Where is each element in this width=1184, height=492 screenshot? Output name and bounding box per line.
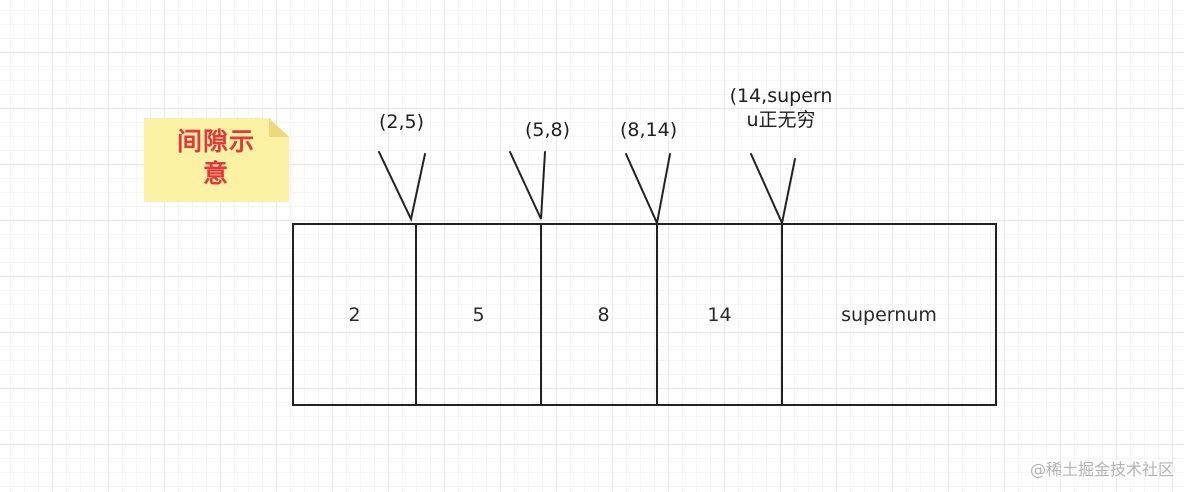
gap-pointer-3 (625, 153, 671, 227)
cell-value-3: 8 (597, 304, 610, 326)
cell-value-1: 2 (348, 304, 361, 326)
cell-value-4: 14 (707, 304, 732, 326)
gap-pointer-4 (750, 153, 796, 227)
cell-value-5: supernum (841, 304, 937, 326)
gap-pointer-2 (509, 151, 546, 220)
gap-label-4-line-1: (14,supern (729, 85, 833, 107)
gap-label-4: (14,supern u正无穷 (726, 84, 836, 132)
gap-label-2: (5,8) (525, 119, 571, 141)
sticky-note-text: 间隙示 意 (160, 126, 272, 190)
sticky-note-line-2: 意 (202, 159, 229, 188)
watermark: @稀土掘金技术社区 (1029, 460, 1174, 479)
gap-pointer-1 (378, 151, 426, 223)
cell-box-5 (781, 223, 997, 406)
cell-value-2: 5 (472, 304, 485, 326)
sticky-note-line-1: 间隙示 (176, 127, 255, 156)
gap-label-1: (2,5) (379, 111, 425, 133)
gap-label-4-line-2: u正无穷 (746, 109, 816, 131)
sticky-note (144, 118, 289, 202)
gap-label-3: (8,14) (620, 119, 678, 141)
